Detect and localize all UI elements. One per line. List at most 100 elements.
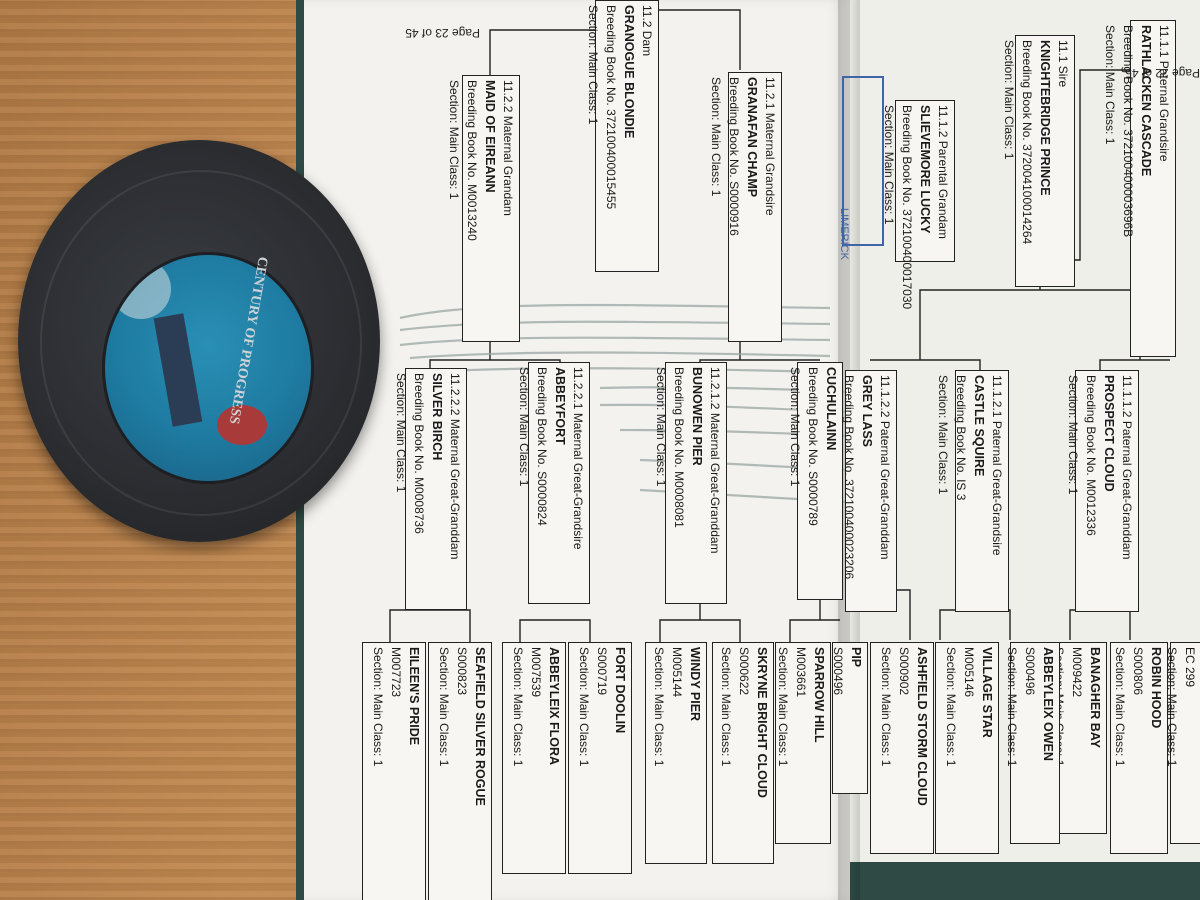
page-number-right: Page 22 of 45 — [1125, 66, 1200, 80]
leaf-detail-line: Section: Main Class: 1 — [944, 647, 958, 767]
pedigree-name: SLIEVEMORE LUCKY — [918, 105, 932, 234]
card-detail-line: Breeding Book No. S0000824 — [535, 367, 549, 526]
card-detail-line: Section: Main Class: 1 — [936, 375, 950, 495]
leaf-detail-line: S000902 — [897, 647, 911, 696]
card-relationship-label: 11.1 Sire — [1056, 40, 1070, 88]
leaf-detail-line: Section: Main Class: 1 — [776, 647, 790, 767]
card-detail-line: Section: Main Class: 1 — [1066, 375, 1080, 495]
coaster-graphic — [153, 313, 203, 427]
coaster-center-image — [102, 252, 314, 484]
leaf-name: ASHFIELD STORM CLOUD — [915, 647, 929, 806]
leaf-name: SEAFIELD SILVER ROGUE — [473, 647, 487, 806]
pedigree-name: GRANAFAN CHAMP — [745, 77, 759, 198]
leaf-name: ROBIN HOOD — [1149, 647, 1163, 729]
leaf-detail-line: M009422 — [1070, 647, 1084, 698]
card-relationship-label: 11.1.1 Paternal Grandsire — [1157, 25, 1171, 162]
leaf-detail-line: S000823 — [455, 647, 469, 696]
coaster-red-shape — [217, 405, 267, 445]
card-detail-line: Breeding Book No. S0000916 — [727, 77, 741, 236]
card-detail-line: Section: Main Class: 1 — [447, 80, 461, 200]
card-relationship-label: 11.1.2 Parental Grandam — [936, 105, 950, 239]
leaf-detail-line: M007539 — [529, 647, 543, 698]
leaf-name: SPARROW HILL — [812, 647, 826, 743]
card-relationship-label: 11.2.2.2 Maternal Great-Granddam — [448, 373, 462, 560]
pedigree-card: 11.2.1 Maternal Grandsire GRANAFAN CHAMP B… — [709, 72, 782, 342]
card-relationship-label: 11.2.1.2 Maternal Great-Granddam — [708, 367, 722, 554]
card-detail-line: Section: Main Class: 1 — [1002, 40, 1016, 160]
pedigree-card: 11.1.1 Paternal Grandsire RATHLACKEN CASC… — [1103, 20, 1176, 357]
card-relationship-label: 11.2.1 Maternal Grandsire — [763, 77, 777, 216]
page-number-left: Page 23 of 45 — [405, 26, 480, 40]
pedigree-name: RATHLACKEN CASCADE — [1139, 25, 1153, 177]
pedigree-card: CUCHULAINN Breeding Book No. S0000789 Sect… — [788, 362, 843, 600]
pedigree-name: CUCHULAINN — [824, 367, 838, 451]
pedigree-card: 11.1.1.2 Paternal Great-Granddam PROSPECT… — [1066, 370, 1139, 612]
card-detail-line: Breeding Book No. M0012336 — [1084, 375, 1098, 536]
leaf-detail-line: M007723 — [389, 647, 403, 698]
card-detail-line: Breeding Book No. 372004100014264 — [1020, 40, 1034, 245]
pedigree-detail-line: Section: Main Class: 1 — [788, 367, 802, 487]
card-detail-line: Section: Main Class: 1 — [1103, 25, 1117, 145]
leaf-detail-line: Section: Main Class: 1 — [879, 647, 893, 767]
leaf-detail-line: Section: Main Class: 1 — [719, 647, 733, 767]
card-relationship-label: 11.1.2.1 Paternal Great-Grandsire — [990, 375, 1004, 556]
pedigree-name: GREY LASS — [860, 375, 874, 448]
pedigree-name: BUNOWEN PIER — [690, 367, 704, 466]
pedigree-detail-line: Breeding Book No. S0000789 — [806, 367, 820, 526]
card-detail-line: Section: Main Class: 1 — [517, 367, 531, 487]
card-detail-line: Breeding Book No. 372100400003696B — [1121, 25, 1135, 238]
pedigree-card: 11.2.2.1 Maternal Great-Grandsire ABBEYFO… — [517, 362, 590, 604]
leaf-detail-line: S000719 — [595, 647, 609, 696]
pedigree-name: PROSPECT CLOUD — [1102, 375, 1116, 492]
pedigree-name: MAID OF EIREANN — [483, 80, 497, 193]
leaf-detail-line: S000806 — [1131, 647, 1145, 696]
leaf-detail-line: S000496 — [1023, 647, 1037, 696]
card-relationship-label: 11.1.2.2 Paternal Great-Granddam — [878, 375, 892, 560]
card-detail-line: Section: Main Class: 1 — [586, 5, 600, 125]
pedigree-card: 11.1 Sire KNIGHTEBRIDGE PRINCE Breeding Bo… — [1002, 35, 1075, 287]
leaf-card: PIPS000496Section: Main Class: 1 — [813, 642, 868, 794]
card-detail-line: Breeding Book No. M0013240 — [465, 80, 479, 241]
card-detail-line: Section: Main Class: 1 — [394, 373, 408, 493]
pedigree-card: 11.1.2.1 Paternal Great-Grandsire CASTLE … — [936, 370, 1009, 612]
coaster-ring — [40, 170, 362, 516]
card-detail-line: Section: Main Class: 1 — [709, 77, 723, 197]
pedigree-name: GRANOGUE BLONDIE — [622, 5, 636, 139]
pedigree-name: KNIGHTEBRIDGE PRINCE — [1038, 40, 1052, 196]
pedigree-name: ABBEYFORT — [553, 367, 567, 445]
card-relationship-label: 11.1.1.2 Paternal Great-Granddam — [1120, 375, 1134, 560]
leaf-detail-line: EC 299 — [1183, 647, 1197, 688]
card-detail-line: Breeding Book No. M0008081 — [672, 367, 686, 528]
card-detail-line: Breeding Book No. 372100400015455 — [604, 5, 618, 210]
leaf-detail-line: Section: Main Class: 1 — [511, 647, 525, 767]
card-detail-line: Breeding Book No. 372100400017030 — [900, 105, 914, 310]
card-detail-line: Section: Main Class: 1 — [882, 105, 896, 225]
leaf-detail-line: Section: Main Class: 1 — [652, 647, 666, 767]
leaf-name: VILLAGE STAR — [980, 647, 994, 738]
pedigree-name: CASTLE SQUIRE — [972, 375, 986, 477]
leaf-card: SPARROW HILL M003661 Section: Main Class: … — [775, 642, 831, 844]
leaf-detail-line: Section: Main Class: 1 — [1113, 647, 1127, 767]
pedigree-card: 11.2.1.2 Maternal Great-Granddam BUNOWEN … — [654, 362, 727, 604]
pedigree-card: 11.1.2.2 Paternal Great-Granddam GREY LAS… — [824, 370, 897, 612]
leaf-detail-line: S000622 — [737, 647, 751, 696]
coaster-glare — [111, 259, 171, 319]
leaf-card: ASHFIELD STORM CLOUD S000902 Section: Main… — [870, 642, 934, 854]
card-relationship-label: 11.2.2.1 Maternal Great-Grandsire — [571, 367, 585, 550]
leaf-detail-line: Section: Main Class: 1 — [1005, 647, 1019, 767]
leaf-name: EILEEN'S PRIDE — [407, 647, 421, 746]
blue-stamp: LIMERICK — [838, 76, 884, 260]
leaf-name: BANAGHER BAY — [1088, 647, 1102, 748]
leaf-detail-line: M003661 — [794, 647, 808, 698]
leaf-detail-line: Section: Main Class: 1 — [577, 647, 591, 767]
